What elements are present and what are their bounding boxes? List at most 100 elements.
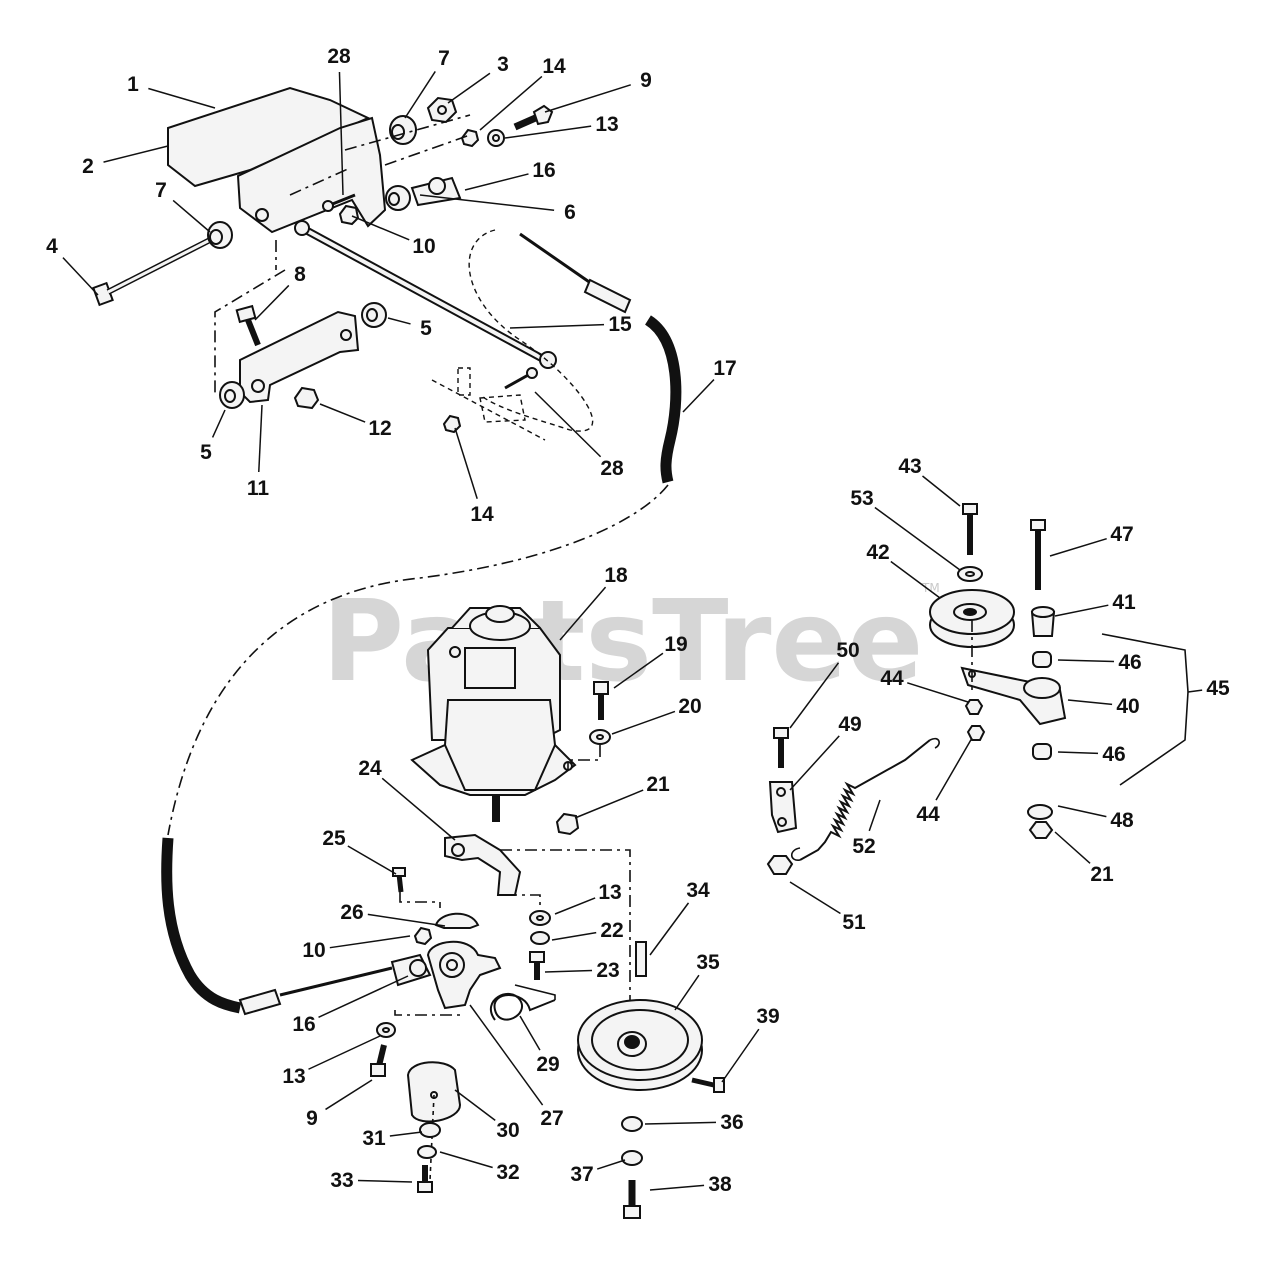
leader-9a bbox=[544, 84, 631, 113]
callout-16a: 16 bbox=[532, 159, 555, 182]
pin-28-top-head bbox=[322, 200, 334, 212]
callout-48: 48 bbox=[1110, 809, 1134, 832]
leader-39 bbox=[721, 1028, 760, 1083]
callout-12: 12 bbox=[368, 417, 391, 440]
bolt-50-head bbox=[773, 727, 789, 739]
callout-20: 20 bbox=[678, 695, 701, 718]
leader-50 bbox=[789, 662, 840, 729]
pin-28-lower-head bbox=[526, 367, 538, 379]
callout-49: 49 bbox=[838, 713, 861, 736]
cable-bottom-sheath bbox=[161, 837, 242, 1014]
washer-37 bbox=[621, 1150, 643, 1166]
bracket-11 bbox=[239, 310, 360, 404]
idler-assembly bbox=[766, 503, 1189, 875]
cable-top-ferrule bbox=[583, 278, 632, 314]
nut-14-top bbox=[460, 128, 480, 148]
assembly-line-3 bbox=[289, 167, 351, 196]
callout-10a: 10 bbox=[412, 235, 435, 258]
callout-1: 1 bbox=[127, 73, 139, 96]
callout-7a: 7 bbox=[438, 47, 450, 70]
callout-leaders bbox=[62, 71, 1203, 1191]
washer-13-low-hole bbox=[382, 1027, 390, 1033]
leader-47 bbox=[1049, 537, 1107, 557]
leader-19 bbox=[613, 652, 664, 689]
rod-15-end-top bbox=[294, 220, 310, 236]
callout-13b: 13 bbox=[598, 881, 621, 904]
callout-5a: 5 bbox=[420, 317, 432, 340]
cable-route-line bbox=[167, 484, 669, 836]
bushing-5-right-hole bbox=[366, 308, 378, 322]
bolt-19-head bbox=[593, 681, 609, 695]
leader-12 bbox=[319, 403, 366, 423]
callout-13c: 13 bbox=[282, 1065, 305, 1088]
screw-25-head bbox=[392, 867, 406, 877]
guide-dotted-2 bbox=[457, 367, 471, 396]
bushing-5-left-hole bbox=[224, 389, 236, 403]
leader-21a bbox=[574, 789, 644, 819]
leader-9b bbox=[325, 1079, 373, 1111]
pedal-bracket bbox=[236, 116, 387, 234]
callout-21b: 21 bbox=[1090, 863, 1114, 886]
bolt-4-shank-inner bbox=[107, 238, 211, 294]
washer-48 bbox=[1027, 804, 1053, 820]
bolt-47-head bbox=[1030, 519, 1046, 531]
leader-22 bbox=[551, 931, 597, 941]
leader-18 bbox=[559, 586, 607, 641]
shift-lever-27 bbox=[426, 940, 502, 1010]
leader-48 bbox=[1057, 805, 1107, 818]
assembly-line-7 bbox=[500, 849, 631, 1030]
bolt-9-low-head bbox=[370, 1063, 386, 1077]
watermark-text: PartsTree bbox=[322, 577, 923, 707]
cable-route-dotted bbox=[468, 229, 594, 432]
leader-37 bbox=[596, 1159, 626, 1170]
callout-21a: 21 bbox=[646, 773, 670, 796]
callout-23: 23 bbox=[596, 959, 619, 982]
callout-47: 47 bbox=[1110, 523, 1133, 546]
callout-5b: 5 bbox=[200, 441, 212, 464]
spacer-41-top bbox=[1031, 606, 1055, 618]
callout-30: 30 bbox=[496, 1119, 519, 1142]
leader-40 bbox=[1067, 699, 1113, 706]
leader-29 bbox=[519, 1015, 541, 1051]
cable-top-wire bbox=[519, 232, 596, 288]
leader-38 bbox=[649, 1184, 705, 1191]
leader-1 bbox=[148, 87, 216, 109]
leader-13b bbox=[554, 897, 596, 915]
assembly-line-10 bbox=[394, 1010, 460, 1016]
callout-37: 37 bbox=[570, 1163, 593, 1186]
bracket-hole bbox=[255, 208, 269, 222]
leader-30 bbox=[454, 1089, 496, 1121]
leader-33 bbox=[357, 1179, 413, 1183]
callout-8: 8 bbox=[294, 263, 306, 286]
washer-36 bbox=[621, 1116, 643, 1132]
assembly-line-6 bbox=[567, 745, 601, 770]
callout-36: 36 bbox=[720, 1111, 743, 1134]
callout-14a: 14 bbox=[542, 55, 566, 78]
callout-38: 38 bbox=[708, 1173, 732, 1196]
leader-8 bbox=[254, 284, 290, 321]
leader-23 bbox=[544, 969, 593, 973]
drive-pulley-assembly bbox=[577, 941, 725, 1219]
callout-7b: 7 bbox=[155, 179, 167, 202]
leader-14b bbox=[454, 427, 478, 499]
bolt-8-head bbox=[235, 304, 257, 324]
callout-17: 17 bbox=[713, 357, 736, 380]
leader-31 bbox=[389, 1131, 423, 1137]
spring-52-hook-a bbox=[790, 847, 801, 861]
callout-24: 24 bbox=[358, 757, 382, 780]
bracket-49 bbox=[768, 781, 798, 834]
callout-41: 41 bbox=[1112, 591, 1136, 614]
callout-9b: 9 bbox=[306, 1107, 318, 1130]
bracket-24-hole bbox=[451, 843, 465, 857]
callout-16b: 16 bbox=[292, 1013, 315, 1036]
washer-32 bbox=[417, 1145, 437, 1159]
washer-20-hole bbox=[596, 734, 604, 740]
screw-39-head bbox=[713, 1077, 725, 1093]
callout-46a: 46 bbox=[1118, 651, 1141, 674]
assembly-line-9 bbox=[505, 894, 541, 910]
bracket-49-hole-1 bbox=[776, 787, 786, 797]
leader-28b bbox=[534, 391, 602, 458]
leader-26 bbox=[367, 913, 446, 927]
control-cable-17 bbox=[161, 232, 682, 1016]
nut-44-lower bbox=[966, 725, 986, 741]
